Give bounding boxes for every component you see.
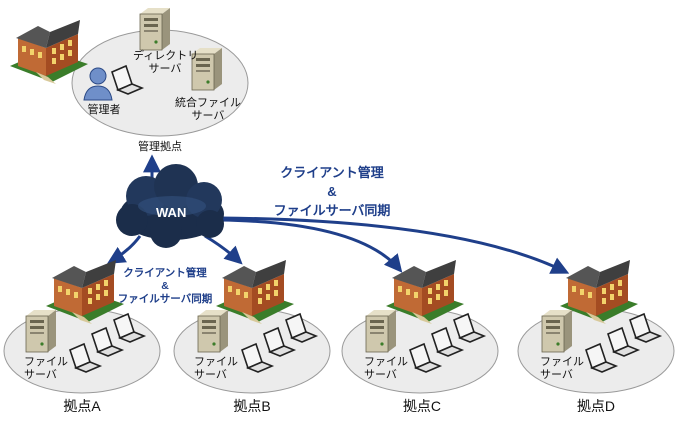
admin-icon: [83, 67, 113, 101]
site-c-file-server-icon: [365, 309, 397, 353]
site-b-label: 拠点B: [233, 398, 271, 414]
arrow-to-site-b: [204, 234, 243, 265]
integrated-file-server-label: 統合ファイルサーバ: [175, 97, 241, 122]
sync-annotation-main: クライアント管理 & ファイルサーバ同期: [273, 165, 391, 218]
arrow-to-site-d: [219, 216, 570, 274]
site-b-file-server-label: ファイルサーバ: [194, 356, 238, 381]
site-d-file-server-label: ファイルサーバ: [540, 356, 584, 381]
site-d-label: 拠点D: [576, 398, 616, 414]
site-d-file-server-icon: [541, 309, 573, 353]
site-a-label: 拠点A: [63, 398, 101, 414]
directory-server-label: ディレクトリサーバ: [133, 50, 199, 75]
wan-label: WAN: [156, 205, 187, 220]
site-c-file-server-label: ファイルサーバ: [364, 356, 408, 381]
arrow-to-site-a: [106, 235, 142, 264]
wan-cloud-icon: [116, 164, 224, 248]
site-b-file-server-icon: [197, 309, 229, 353]
site-a-file-server-label: ファイルサーバ: [24, 356, 68, 381]
site-c-label: 拠点C: [402, 398, 442, 414]
hq-site-label: 管理拠点: [138, 141, 182, 153]
directory-server-icon: [139, 7, 171, 51]
admin-label: 管理者: [87, 104, 121, 116]
sync-annotation-small: クライアント管理 & ファイルサーバ同期: [117, 267, 213, 305]
site-a-file-server-icon: [25, 309, 57, 353]
arrow-to-site-c: [219, 218, 403, 273]
